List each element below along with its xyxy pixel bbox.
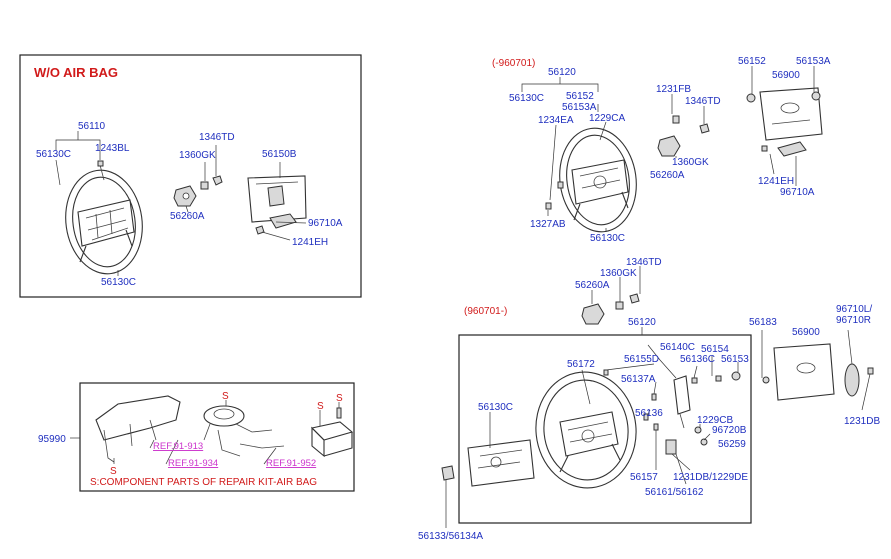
- label-56161-56162: 56161/56162: [645, 487, 704, 498]
- label-1346td: 1346TD: [199, 132, 235, 143]
- label-56260a-top-right: 56260A: [650, 170, 685, 181]
- label-1327ab: 1327AB: [530, 219, 566, 230]
- ref-91-913[interactable]: REF.91-913: [153, 441, 203, 452]
- label-56140c: 56140C: [660, 342, 695, 353]
- label-56153: 56153: [721, 354, 749, 365]
- label-96710r: 96710R: [836, 315, 871, 326]
- label-1231fb: 1231FB: [656, 84, 691, 95]
- date-code-before: (-960701): [492, 58, 535, 69]
- wo-airbag-title: W/O AIR BAG: [34, 65, 118, 80]
- label-56150b: 56150B: [262, 149, 297, 160]
- label-1241eh: 1241EH: [292, 237, 328, 248]
- label-56130c-top-right-bottom: 56130C: [590, 233, 625, 244]
- steering-wheel-bottom: [535, 371, 637, 489]
- nut-1346td-mid: [629, 293, 640, 304]
- horn-block-56260a-top: [657, 135, 681, 157]
- label-56260a-mid: 56260A: [575, 280, 610, 291]
- bracket-56140c: [673, 375, 691, 429]
- label-1360gk: 1360GK: [179, 150, 216, 161]
- nut-1360gk-mid: [615, 301, 624, 310]
- kit-clock-spring: [203, 405, 285, 457]
- label-56157: 56157: [630, 472, 658, 483]
- label-56130c-bottom-right: 56130C: [478, 402, 513, 413]
- label-56136c: 56136C: [680, 354, 715, 365]
- label-56120-bottom: 56120: [628, 317, 656, 328]
- label-56259: 56259: [718, 439, 746, 450]
- label-1229ca: 1229CA: [589, 113, 625, 124]
- airbag-module-56900-top: [746, 87, 823, 141]
- clip-56133: [441, 465, 455, 481]
- bottom-right-frame: [458, 334, 752, 524]
- kit-control-unit: [310, 407, 354, 458]
- label-1231db-right: 1231DB: [844, 416, 880, 427]
- date-code-after: (960701-): [464, 306, 507, 317]
- label-56183: 56183: [749, 317, 777, 328]
- s-mark-2: S: [222, 391, 229, 402]
- horn-block-56260a-mid: [581, 303, 605, 325]
- label-56155d: 56155D: [624, 354, 659, 365]
- bolt-1327ab: [545, 181, 564, 210]
- label-56260a: 56260A: [170, 211, 205, 222]
- s-mark-4: S: [336, 393, 343, 404]
- label-1231db-1229de: 1231DB/1229DE: [673, 472, 748, 483]
- label-56130c-bottom: 56130C: [101, 277, 136, 288]
- label-1360gk-top-right: 1360GK: [672, 157, 709, 168]
- middle-small-parts: 1346TD 1360GK 56260A: [575, 257, 662, 325]
- label-96710l: 96710L/: [836, 304, 872, 315]
- repair-kit-note: S:COMPONENT PARTS OF REPAIR KIT-AIR BAG: [90, 477, 317, 488]
- label-1243bl: 1243BL: [95, 143, 130, 154]
- bottom-right-assembly: (960701-): [418, 304, 880, 542]
- label-56136: 56136: [635, 408, 663, 419]
- repair-kit-panel: 95990 S S S S REF.91-913 REF: [38, 382, 355, 492]
- top-right-assembly: (-960701) 56120 56130C 56152: [492, 58, 721, 244]
- nuts-top: [672, 115, 710, 134]
- s-mark-1: S: [110, 466, 117, 477]
- label-56110: 56110: [78, 121, 106, 132]
- label-1229cb: 1229CB: [697, 415, 733, 426]
- repair-kit-frame: [79, 382, 355, 492]
- label-56137a: 56137A: [621, 374, 656, 385]
- nuts-1360gk-1346td: [200, 175, 223, 190]
- kit-dashboard-harness: [95, 395, 181, 463]
- label-96710a-far-right: 96710A: [780, 187, 815, 198]
- wo-airbag-frame: [19, 54, 362, 298]
- steering-wheel-top-right: [559, 127, 637, 233]
- label-95990: 95990: [38, 434, 66, 445]
- label-96720b: 96720B: [712, 425, 747, 436]
- label-56172: 56172: [567, 359, 595, 370]
- label-96710a: 96710A: [308, 218, 343, 229]
- label-56130c-top: 56130C: [36, 149, 71, 160]
- switch-96710a-right: [761, 141, 807, 157]
- label-56120-top: 56120: [548, 67, 576, 78]
- label-1241eh-far-right: 1241EH: [758, 176, 794, 187]
- switch-96710a: [269, 213, 307, 229]
- horn-cover-56130c-bottom: [467, 439, 535, 487]
- label-56133-56134a: 56133/56134A: [418, 531, 483, 542]
- label-1346td-mid: 1346TD: [626, 257, 662, 268]
- label-56153a-top-right: 56153A: [562, 102, 597, 113]
- horn-pad-block-56260a: [173, 185, 197, 207]
- screw-1241eh: [255, 225, 291, 241]
- label-56152-top-right: 56152: [566, 91, 594, 102]
- small-fasteners-bottom: [603, 369, 741, 455]
- label-1346td-top-right: 1346TD: [685, 96, 721, 107]
- label-56152-far-right: 56152: [738, 56, 766, 67]
- far-right-airbag-module: 56152 56153A 56900 1241EH 96710A: [738, 56, 831, 198]
- label-56900-top: 56900: [772, 70, 800, 81]
- label-1234ea: 1234EA: [538, 115, 574, 126]
- airbag-module-56900-bottom: [762, 343, 835, 401]
- label-56130c-top-right: 56130C: [509, 93, 544, 104]
- label-56153a-far-right: 56153A: [796, 56, 831, 67]
- s-mark-3: S: [317, 401, 324, 412]
- label-1360gk-mid: 1360GK: [600, 268, 637, 279]
- horn-cover-56150b: [247, 175, 307, 223]
- label-56154: 56154: [701, 344, 729, 355]
- steering-wheel-no-airbag: [65, 169, 143, 275]
- wo-airbag-panel: W/O AIR BAG: [19, 54, 362, 298]
- label-56900-bottom: 56900: [792, 327, 820, 338]
- ref-91-934[interactable]: REF.91-934: [168, 458, 218, 469]
- ref-91-952[interactable]: REF.91-952: [266, 458, 316, 469]
- bolt-1243bl: [97, 160, 105, 181]
